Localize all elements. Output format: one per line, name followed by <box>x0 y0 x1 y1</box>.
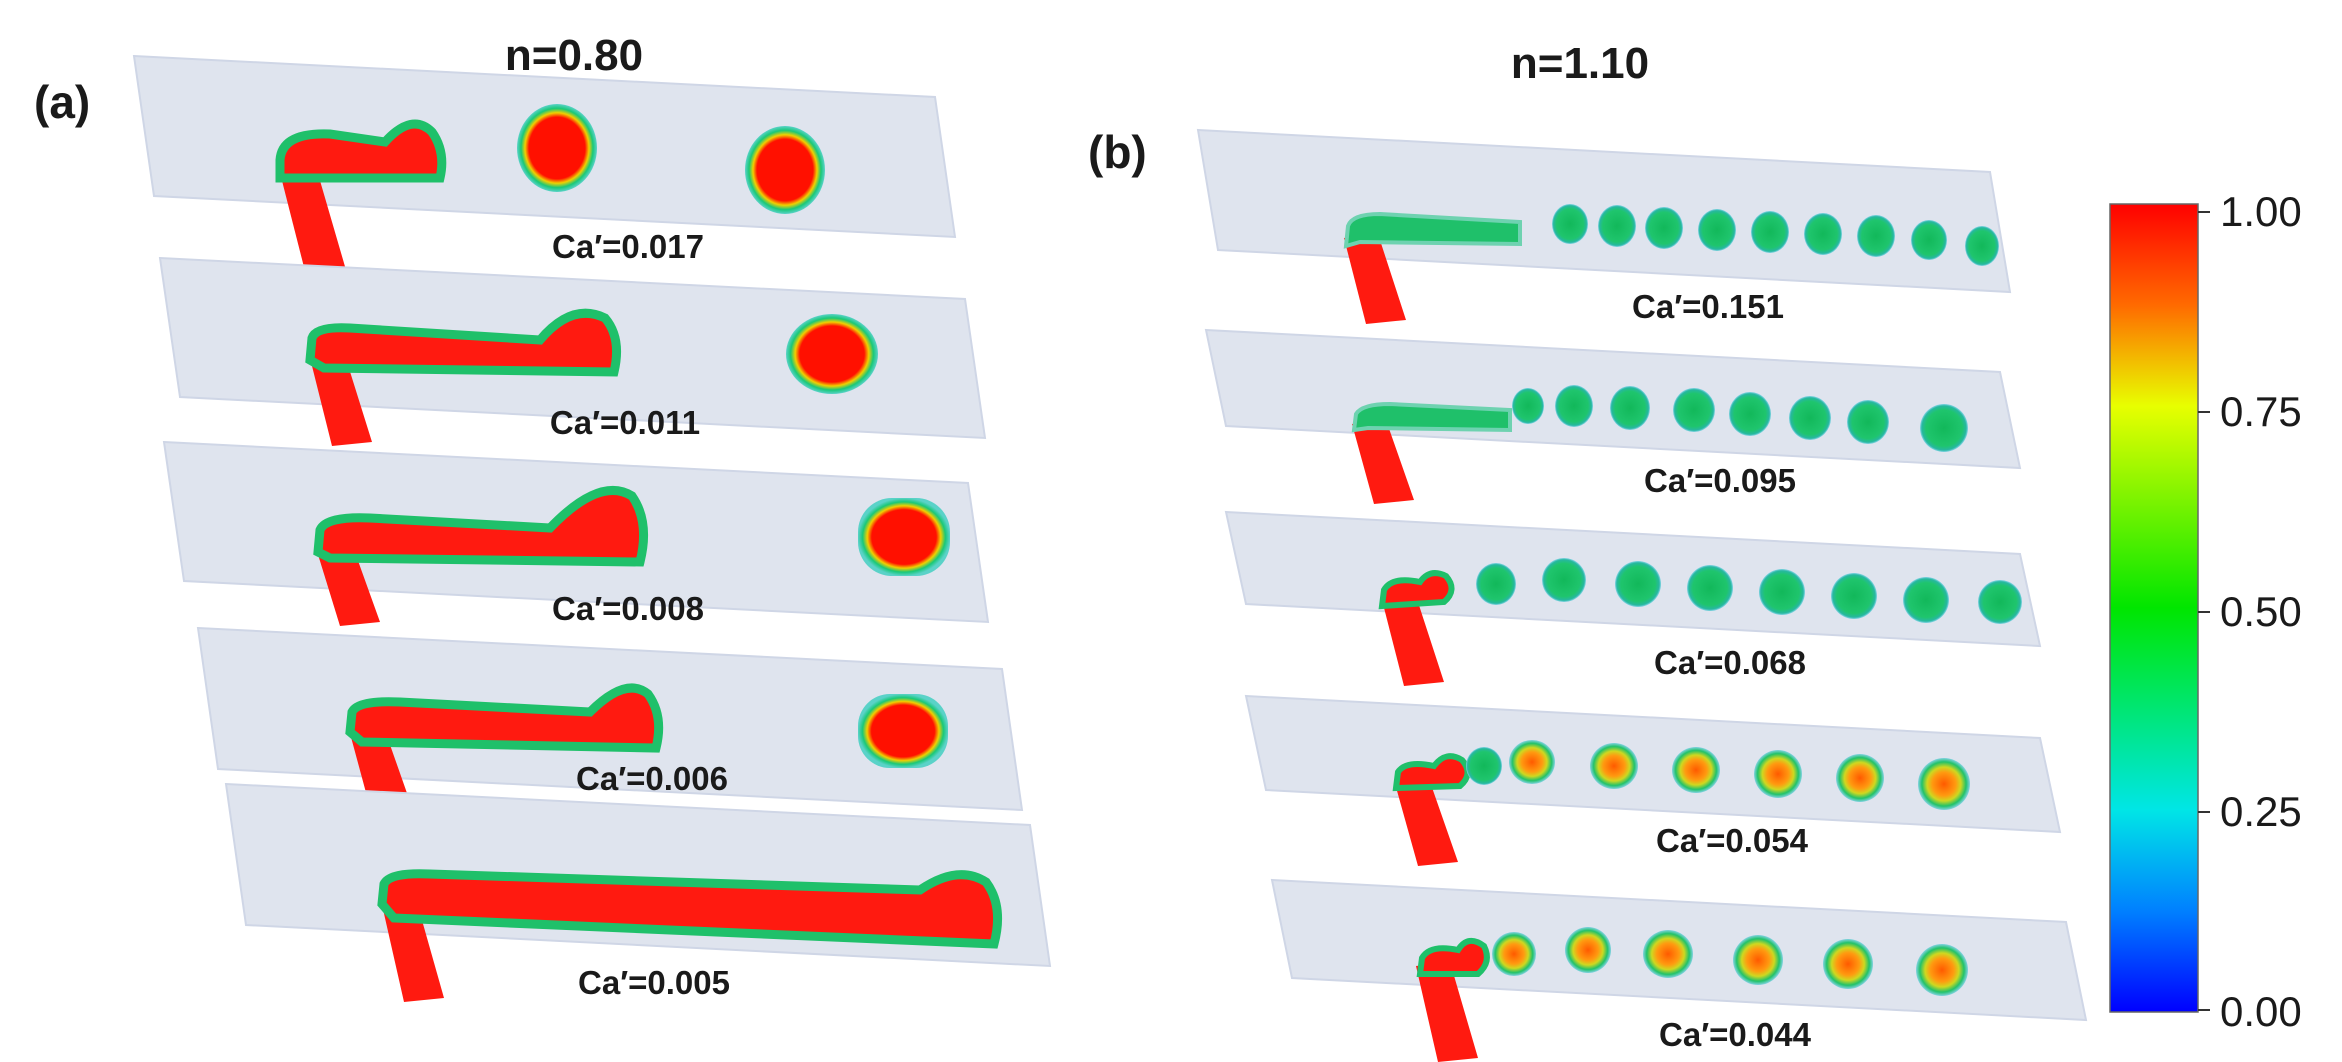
inlet-channel <box>1352 420 1414 504</box>
elongated-slug <box>345 683 664 753</box>
droplet <box>858 498 950 576</box>
panel-a-label: (a) <box>34 76 90 128</box>
ca-label: Ca′=0.151 <box>1632 288 1784 325</box>
droplet-train <box>1466 740 1970 810</box>
inlet-channel <box>278 160 346 275</box>
ca-label: Ca′=0.005 <box>578 964 730 1001</box>
panel-b-case-5: Ca′=0.044 <box>1270 878 2088 1062</box>
elongated-slug <box>313 485 649 567</box>
panel-b-case-4: Ca′=0.054 <box>1244 694 2062 866</box>
panel-b-label: (b) <box>1088 126 1147 178</box>
elongated-slug <box>275 119 447 183</box>
colorbar-tick-label: 1.00 <box>2220 188 2302 235</box>
panel-a-case-3: Ca′=0.008 <box>162 440 990 627</box>
panel-b-case-2: Ca′=0.095 <box>1204 328 2022 504</box>
colorbar-gradient <box>2109 203 2199 1013</box>
ca-label: Ca′=0.044 <box>1659 1016 1812 1053</box>
panel-a-title: n=0.80 <box>505 31 643 80</box>
colorbar: 1.00 0.75 0.50 0.25 0.00 <box>2109 188 2302 1035</box>
droplet-train <box>1476 558 2022 624</box>
elongated-slug <box>305 308 621 377</box>
inlet-channel <box>316 544 380 626</box>
colorbar-tick-label: 0.00 <box>2220 988 2302 1035</box>
neck <box>1378 570 1455 610</box>
panel-b-title: n=1.10 <box>1511 39 1649 88</box>
panel-b-case-1: Ca′=0.151 <box>1196 128 2012 325</box>
droplet <box>517 104 597 192</box>
ca-label: Ca′=0.095 <box>1644 462 1796 499</box>
ca-label: Ca′=0.068 <box>1654 644 1806 681</box>
ca-label: Ca′=0.011 <box>550 404 700 441</box>
panel-a-case-5: Ca′=0.005 <box>224 782 1052 1002</box>
ca-label: Ca′=0.006 <box>576 760 728 797</box>
droplet-train <box>1552 204 1999 266</box>
panel-b-case-3: Ca′=0.068 <box>1224 510 2042 686</box>
neck <box>1416 937 1490 977</box>
inlet-channel <box>1344 234 1406 324</box>
panel-a-case-2: Ca′=0.011 <box>158 256 987 446</box>
inlet-channel <box>1416 962 1478 1062</box>
panel-a-case-1: Ca′=0.017 <box>132 54 957 275</box>
colorbar-tick-label: 0.75 <box>2220 388 2302 435</box>
colorbar-tick-marks <box>2198 211 2210 1011</box>
ca-label: Ca′=0.017 <box>552 228 704 265</box>
colorbar-tick-label: 0.25 <box>2220 788 2302 835</box>
colorbar-tick-label: 0.50 <box>2220 588 2302 635</box>
panel-a: Ca′=0.017 Ca′=0.011 Ca′=0.008 Ca′=0.006 <box>132 54 1052 1002</box>
neck <box>1392 753 1471 792</box>
elongated-slug <box>377 869 1003 949</box>
droplet <box>745 126 825 214</box>
thread <box>1343 211 1522 249</box>
droplet-train <box>1492 927 1968 996</box>
thread <box>1351 401 1512 433</box>
droplet <box>858 694 948 768</box>
droplet-train <box>1512 385 1968 452</box>
inlet-channel <box>1382 596 1444 686</box>
panel-a-case-4: Ca′=0.006 <box>196 626 1024 812</box>
ca-label: Ca′=0.008 <box>552 590 704 627</box>
ca-label: Ca′=0.054 <box>1656 822 1809 859</box>
droplet <box>786 314 878 394</box>
panel-b: Ca′=0.151 Ca′=0.095 <box>1196 128 2088 1062</box>
inlet-channel <box>1394 776 1458 866</box>
